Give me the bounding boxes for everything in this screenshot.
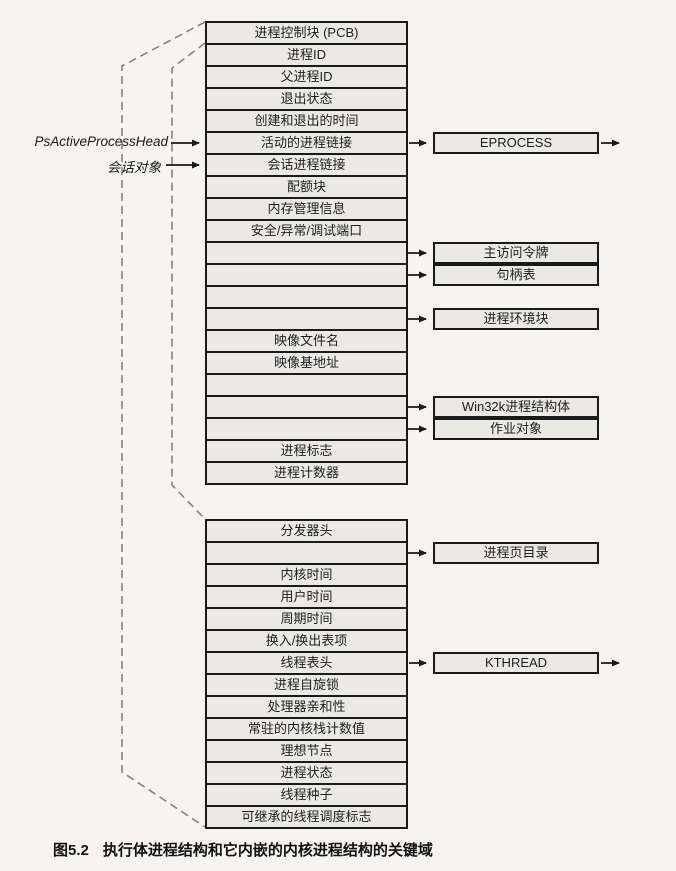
table-row-pcb: 进程控制块 (PCB) bbox=[207, 23, 406, 43]
side-box-kthread: KTHREAD bbox=[433, 652, 599, 674]
embedding-dashed-connectors bbox=[121, 21, 206, 828]
table-row-cycle-time: 周期时间 bbox=[207, 609, 406, 629]
label-session-object: 会话对象 bbox=[107, 160, 161, 175]
table-row-process-state: 进程状态 bbox=[207, 763, 406, 783]
table-row-pointer-win32k bbox=[207, 397, 406, 417]
table-row-session-process-links: 会话进程链接 bbox=[207, 155, 406, 175]
table-row-pointer-access-token bbox=[207, 243, 406, 263]
table-row-processor-affinity: 处理器亲和性 bbox=[207, 697, 406, 717]
table-row-exit-status: 退出状态 bbox=[207, 89, 406, 109]
table-row-kernel-time: 内核时间 bbox=[207, 565, 406, 585]
table-row-image-file-name: 映像文件名 bbox=[207, 331, 406, 351]
figure-title: 执行体进程结构和它内嵌的内核进程结构的关键域 bbox=[102, 842, 433, 859]
table-row-resident-kernel-stack-count: 常驻的内核栈计数值 bbox=[207, 719, 406, 739]
table-row-swap-entries: 换入/换出表项 bbox=[207, 631, 406, 651]
table-row-ideal-node: 理想节点 bbox=[207, 741, 406, 761]
table-row-process-id: 进程ID bbox=[207, 45, 406, 65]
side-box-win32k: Win32k进程结构体 bbox=[433, 396, 599, 418]
table-row-create-exit-times: 创建和退出的时间 bbox=[207, 111, 406, 131]
table-row-process-spinlock: 进程自旋锁 bbox=[207, 675, 406, 695]
table-row-security-exception-debug-ports: 安全/异常/调试端口 bbox=[207, 221, 406, 241]
label-ps-active-process-head: PsActiveProcessHead bbox=[34, 134, 168, 149]
table-row-image-base-address: 映像基地址 bbox=[207, 353, 406, 373]
kprocess-structure-table: 分发器头 内核时间 用户时间 周期时间 换入/换出表项 线程表头 进程自旋锁 处… bbox=[205, 519, 408, 829]
side-box-peb: 进程环境块 bbox=[433, 308, 599, 330]
table-row-process-counters: 进程计数器 bbox=[207, 463, 406, 483]
table-row-memory-management-info: 内存管理信息 bbox=[207, 199, 406, 219]
table-row-process-flags: 进程标志 bbox=[207, 441, 406, 461]
side-box-job: 作业对象 bbox=[433, 418, 599, 440]
eprocess-structure-table: 进程控制块 (PCB) 进程ID 父进程ID 退出状态 创建和退出的时间 活动的… bbox=[205, 21, 408, 485]
table-row-thread-list-head: 线程表头 bbox=[207, 653, 406, 673]
side-box-handle-table: 句柄表 bbox=[433, 264, 599, 286]
table-row-parent-process-id: 父进程ID bbox=[207, 67, 406, 87]
table-row-pointer-job bbox=[207, 419, 406, 439]
figure-caption: 图5.2 执行体进程结构和它内嵌的内核进程结构的关键域 bbox=[53, 839, 433, 860]
table-row-empty bbox=[207, 287, 406, 307]
table-row-pointer-handle-table bbox=[207, 265, 406, 285]
figure-number: 图5.2 bbox=[53, 842, 89, 859]
table-row-user-time: 用户时间 bbox=[207, 587, 406, 607]
side-box-eprocess: EPROCESS bbox=[433, 132, 599, 154]
table-row-quota-block: 配额块 bbox=[207, 177, 406, 197]
table-row-active-process-links: 活动的进程链接 bbox=[207, 133, 406, 153]
table-row-pointer-page-directory bbox=[207, 543, 406, 563]
side-box-page-directory: 进程页目录 bbox=[433, 542, 599, 564]
table-row-pointer-peb bbox=[207, 309, 406, 329]
table-row-empty bbox=[207, 375, 406, 395]
side-box-access-token: 主访问令牌 bbox=[433, 242, 599, 264]
table-row-inheritable-thread-sched-flags: 可继承的线程调度标志 bbox=[207, 807, 406, 827]
table-row-dispatcher-header: 分发器头 bbox=[207, 521, 406, 541]
table-row-thread-seed: 线程种子 bbox=[207, 785, 406, 805]
